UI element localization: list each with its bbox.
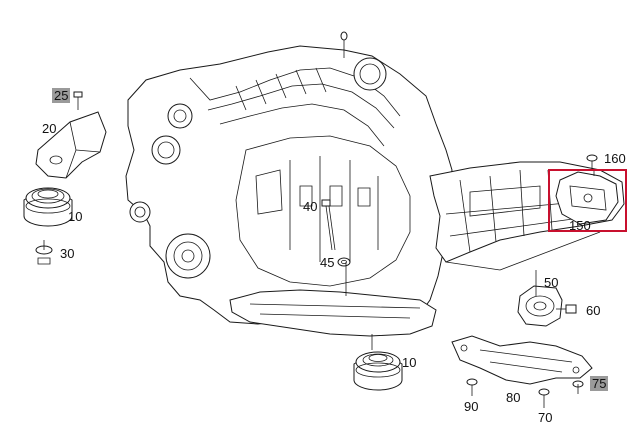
callout-45[interactable]: 45 (320, 255, 335, 270)
callout-60[interactable]: 60 (586, 303, 601, 318)
bolt-part-30[interactable] (35, 240, 53, 265)
callout-10-left[interactable]: 10 (68, 209, 83, 224)
engine-mount-part-10-bottom[interactable] (353, 351, 403, 391)
bolt-part-40[interactable] (321, 199, 336, 251)
callout-150[interactable]: 150 (569, 218, 591, 233)
leader-lines (345, 170, 601, 350)
callout-70[interactable]: 70 (538, 410, 553, 425)
bolt-part-75[interactable] (572, 380, 584, 394)
engine-bracket-part-20[interactable] (35, 111, 107, 179)
callout-50[interactable]: 50 (544, 275, 559, 290)
engine-mount-part-10-left[interactable] (23, 187, 73, 227)
nut-part-45[interactable] (337, 257, 351, 267)
bolt-part-160[interactable] (586, 154, 598, 170)
bolt-part-70[interactable] (538, 388, 550, 408)
callout-160[interactable]: 160 (604, 151, 626, 166)
highlight-box (548, 169, 627, 232)
engine-assembly[interactable] (125, 31, 453, 337)
callout-90[interactable]: 90 (464, 399, 479, 414)
callout-75[interactable]: 75 (590, 376, 609, 391)
callout-80[interactable]: 80 (506, 390, 521, 405)
callout-20[interactable]: 20 (42, 121, 57, 136)
bolt-part-90[interactable] (466, 378, 478, 396)
crossmember-part-80[interactable] (451, 335, 593, 385)
bolt-part-25[interactable] (73, 91, 83, 110)
bolt-part-60[interactable] (556, 304, 577, 314)
callout-30[interactable]: 30 (60, 246, 75, 261)
transmission-bracket-part-150[interactable] (555, 171, 619, 225)
callout-10-bottom[interactable]: 10 (402, 355, 417, 370)
callout-40[interactable]: 40 (303, 199, 318, 214)
callout-25[interactable]: 25 (52, 88, 71, 103)
transmission-mount-part-50[interactable] (517, 285, 563, 327)
